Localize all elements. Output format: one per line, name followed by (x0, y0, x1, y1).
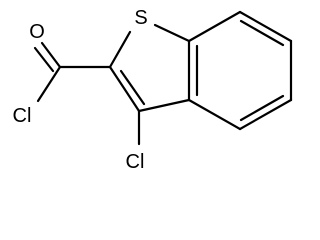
bond-carbonyl-o-second (33, 46, 55, 73)
bond-s-c7a (153, 23, 191, 43)
bond-c5-c4-inner (239, 94, 285, 122)
chemical-structure: S O Cl Cl (13, 7, 293, 173)
bond-carbonyl-cl (36, 65, 62, 103)
sulfur-atom-label: S (134, 7, 147, 29)
ring-chlorine-label: Cl (126, 151, 145, 173)
bond-c3-c3a (137, 98, 191, 113)
bond-c2-c3-inner (119, 69, 146, 106)
bond-c7-c6 (238, 10, 293, 43)
bond-c7a-c7 (187, 10, 242, 43)
bond-c5-c4 (238, 98, 293, 131)
acyl-chlorine-label: Cl (13, 105, 32, 127)
bond-c4-c3a (187, 98, 242, 131)
bond-s-c2 (108, 30, 132, 69)
bond-c2-c3 (108, 65, 141, 113)
carbonyl-oxygen-label: O (29, 21, 45, 43)
bond-carbonyl-o (40, 41, 62, 69)
bond-c7-c6-inner (239, 19, 285, 47)
